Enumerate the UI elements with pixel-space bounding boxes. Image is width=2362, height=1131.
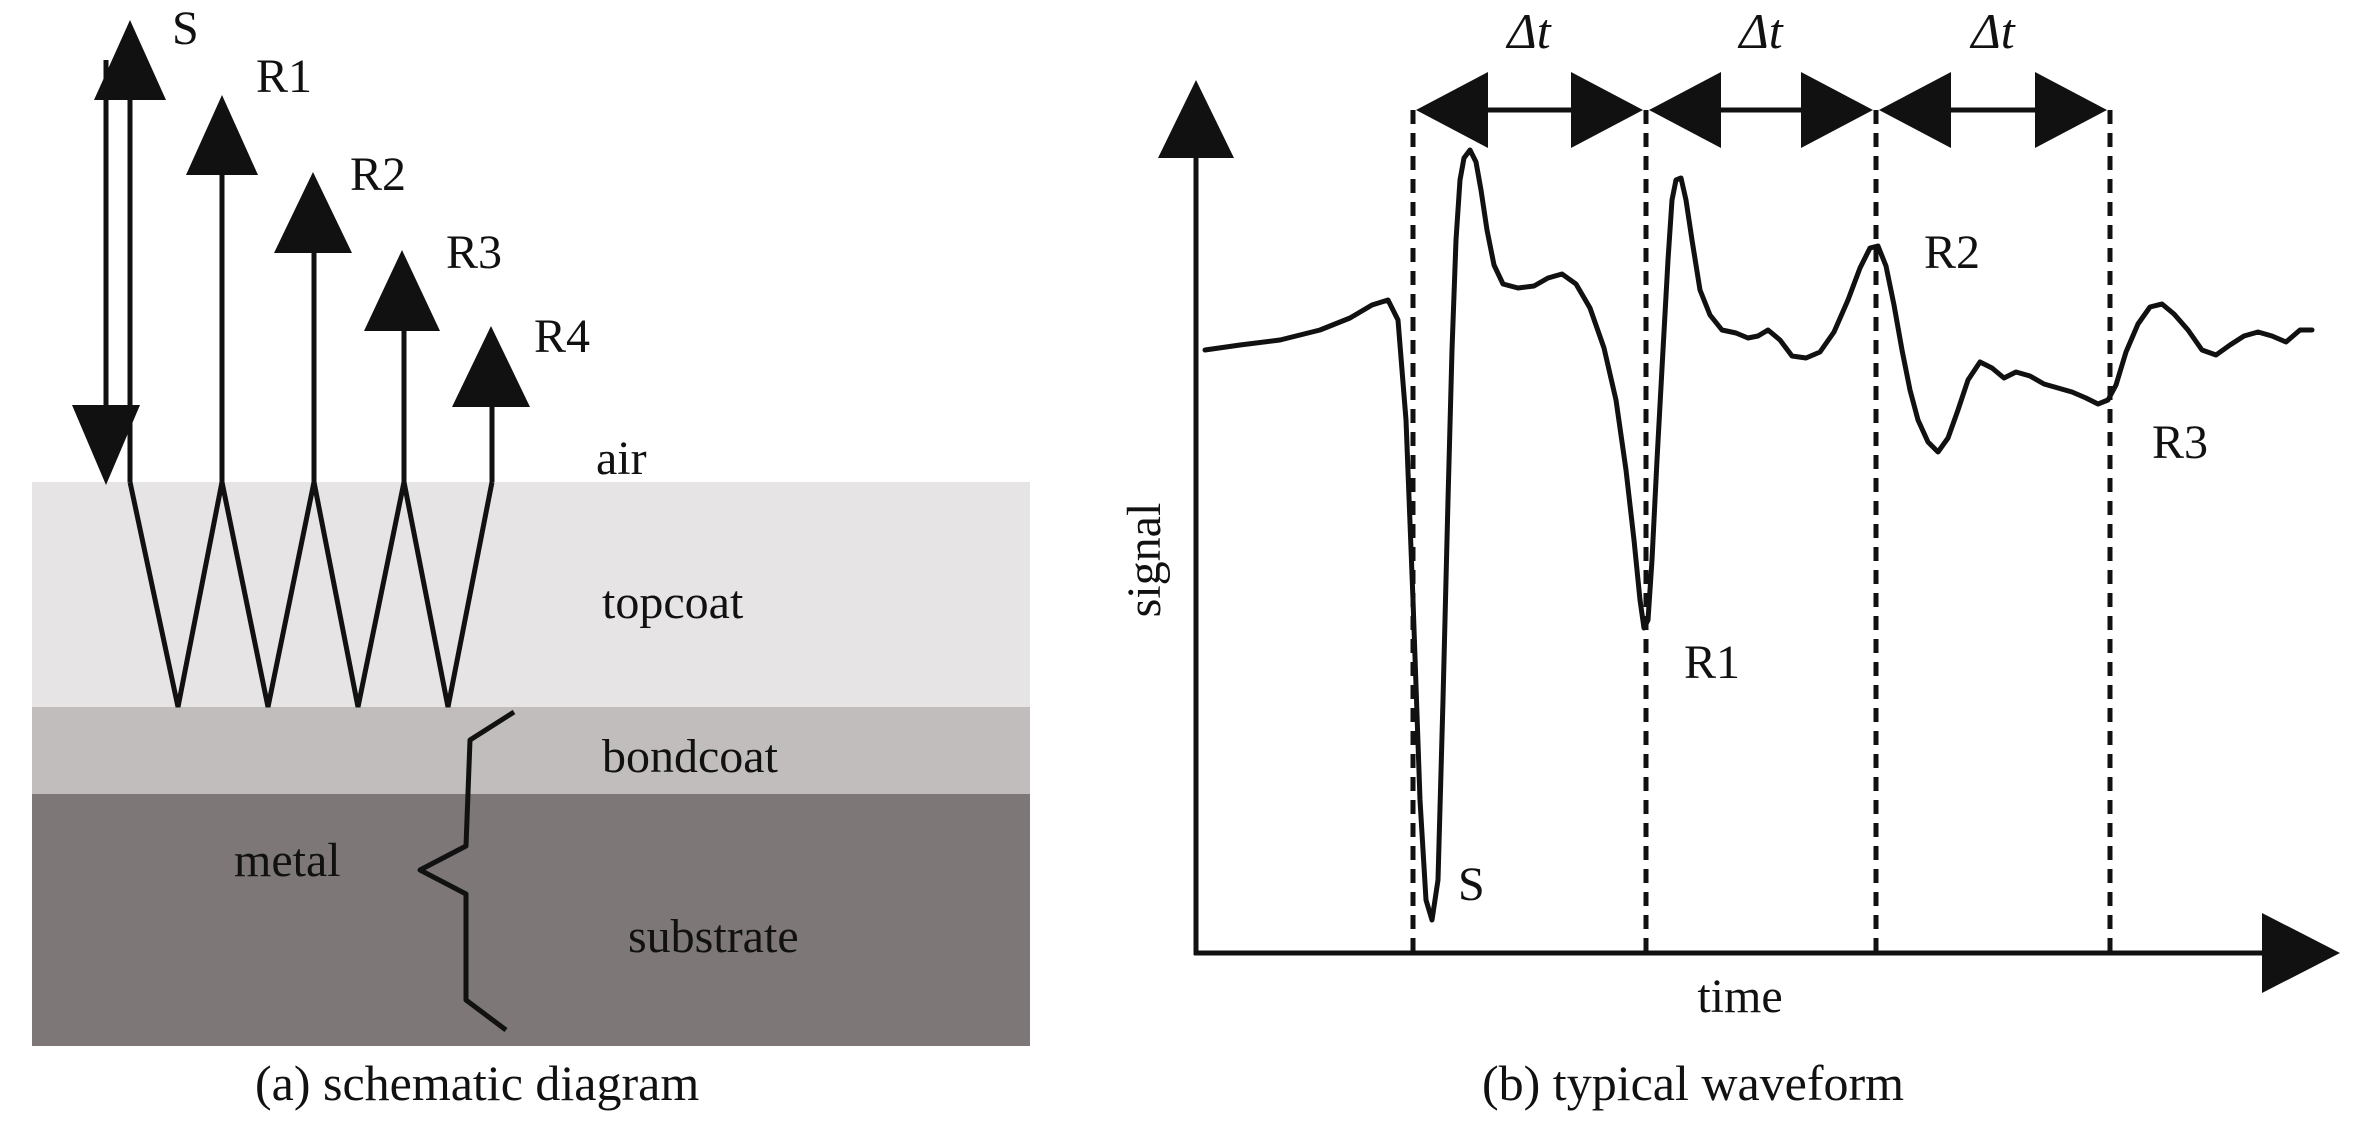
reflected-beam-r1	[186, 95, 258, 482]
interval-label-3: Δt	[1969, 3, 2015, 59]
peak-label-r2: R2	[1924, 226, 1980, 279]
echo-reference-lines	[1410, 110, 2113, 953]
peak-label-r1: R1	[1684, 636, 1740, 689]
layer-label-topcoat: topcoat	[602, 576, 744, 629]
interval-label-2: Δt	[1737, 3, 1783, 59]
layer-label-bondcoat: bondcoat	[602, 730, 779, 783]
layer-label-air: air	[596, 432, 647, 485]
substrate-layer	[32, 794, 1030, 1046]
caption-a: (a) schematic diagram	[255, 1055, 699, 1111]
metal-brace	[417, 709, 516, 1032]
caption-b: (b) typical waveform	[1482, 1055, 1904, 1111]
reflected-beam-r4	[452, 326, 530, 482]
y-axis	[1158, 80, 1234, 955]
beam-label-r2: R2	[350, 148, 406, 201]
beam-label-r3: R3	[446, 226, 502, 279]
topcoat-layer	[32, 482, 1030, 707]
peak-label-r3: R3	[2152, 416, 2208, 469]
bondcoat-layer	[32, 707, 1030, 794]
layer-label-substrate: substrate	[628, 910, 799, 963]
reflected-beam-r2	[274, 172, 352, 482]
waveform-curve	[1202, 147, 2315, 923]
x-axis	[1194, 913, 2340, 993]
panel-b-waveform: signal time Δt Δt Δt	[1118, 3, 2340, 1111]
peak-label-s: S	[1458, 858, 1485, 911]
beam-label-s: S	[172, 2, 199, 55]
brace-label-metal: metal	[234, 834, 341, 887]
reflected-beam-r3	[364, 250, 440, 482]
incident-beam-s	[72, 20, 166, 485]
x-axis-label: time	[1697, 970, 1782, 1023]
interval-arrow-1	[1416, 72, 1643, 148]
beam-label-r1: R1	[256, 50, 312, 103]
beam-label-r4: R4	[534, 310, 590, 363]
interval-label-1: Δt	[1505, 3, 1551, 59]
panel-a-schematic: S R1 R2 R3 R4 air topcoat bondcoat subst…	[32, 2, 1030, 1111]
y-axis-label: signal	[1118, 503, 1171, 618]
interval-arrow-3	[1879, 72, 2107, 148]
interval-arrow-2	[1649, 72, 1873, 148]
